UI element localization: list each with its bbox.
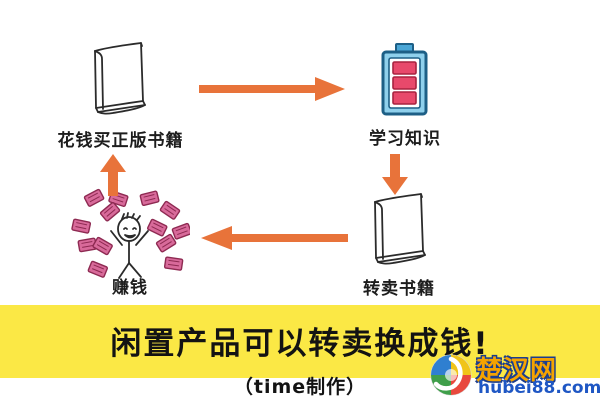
- yellow-banner: [0, 305, 600, 378]
- node-learn-knowledge: 学习知识: [369, 42, 440, 149]
- arrow-right-icon: [197, 76, 347, 106]
- banner-subtext: （time制作）: [233, 376, 367, 398]
- globe-swirl-logo-icon: [430, 354, 472, 400]
- node-resell-books: 转卖书籍: [363, 190, 435, 299]
- watermark: 楚汉网 hubei88.com: [430, 350, 600, 400]
- arrow-up-icon: [99, 152, 127, 202]
- node-earn-money: 赚钱: [70, 185, 193, 298]
- node-label-buy-books: 花钱买正版书籍: [57, 131, 184, 151]
- node-label-resell-books: 转卖书籍: [363, 279, 435, 299]
- battery-icon: [374, 43, 436, 122]
- book-icon: [83, 42, 155, 124]
- arrow-down-icon: [381, 152, 409, 200]
- watermark-site-url: hubei88.com: [478, 378, 600, 398]
- node-buy-books: 花钱买正版书籍: [58, 38, 183, 151]
- banner-headline: 闲置产品可以转卖换成钱!: [110, 326, 490, 362]
- node-label-earn-money: 赚钱: [112, 278, 148, 298]
- arrow-left-icon: [198, 225, 350, 255]
- watermark-site-name: 楚汉网: [476, 356, 558, 386]
- book-icon: [363, 193, 435, 274]
- node-label-learn-knowledge: 学习知识: [369, 129, 441, 149]
